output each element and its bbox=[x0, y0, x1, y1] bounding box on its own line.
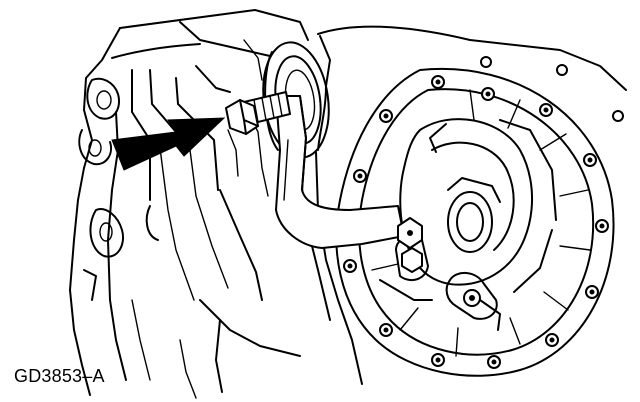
pointer-arrow bbox=[111, 117, 226, 171]
bolt bbox=[225, 91, 291, 135]
pump-housing bbox=[299, 25, 627, 385]
bracket-strap bbox=[275, 95, 423, 249]
figure-code: GD3853–A bbox=[14, 366, 105, 386]
flange-bolt bbox=[343, 75, 609, 369]
